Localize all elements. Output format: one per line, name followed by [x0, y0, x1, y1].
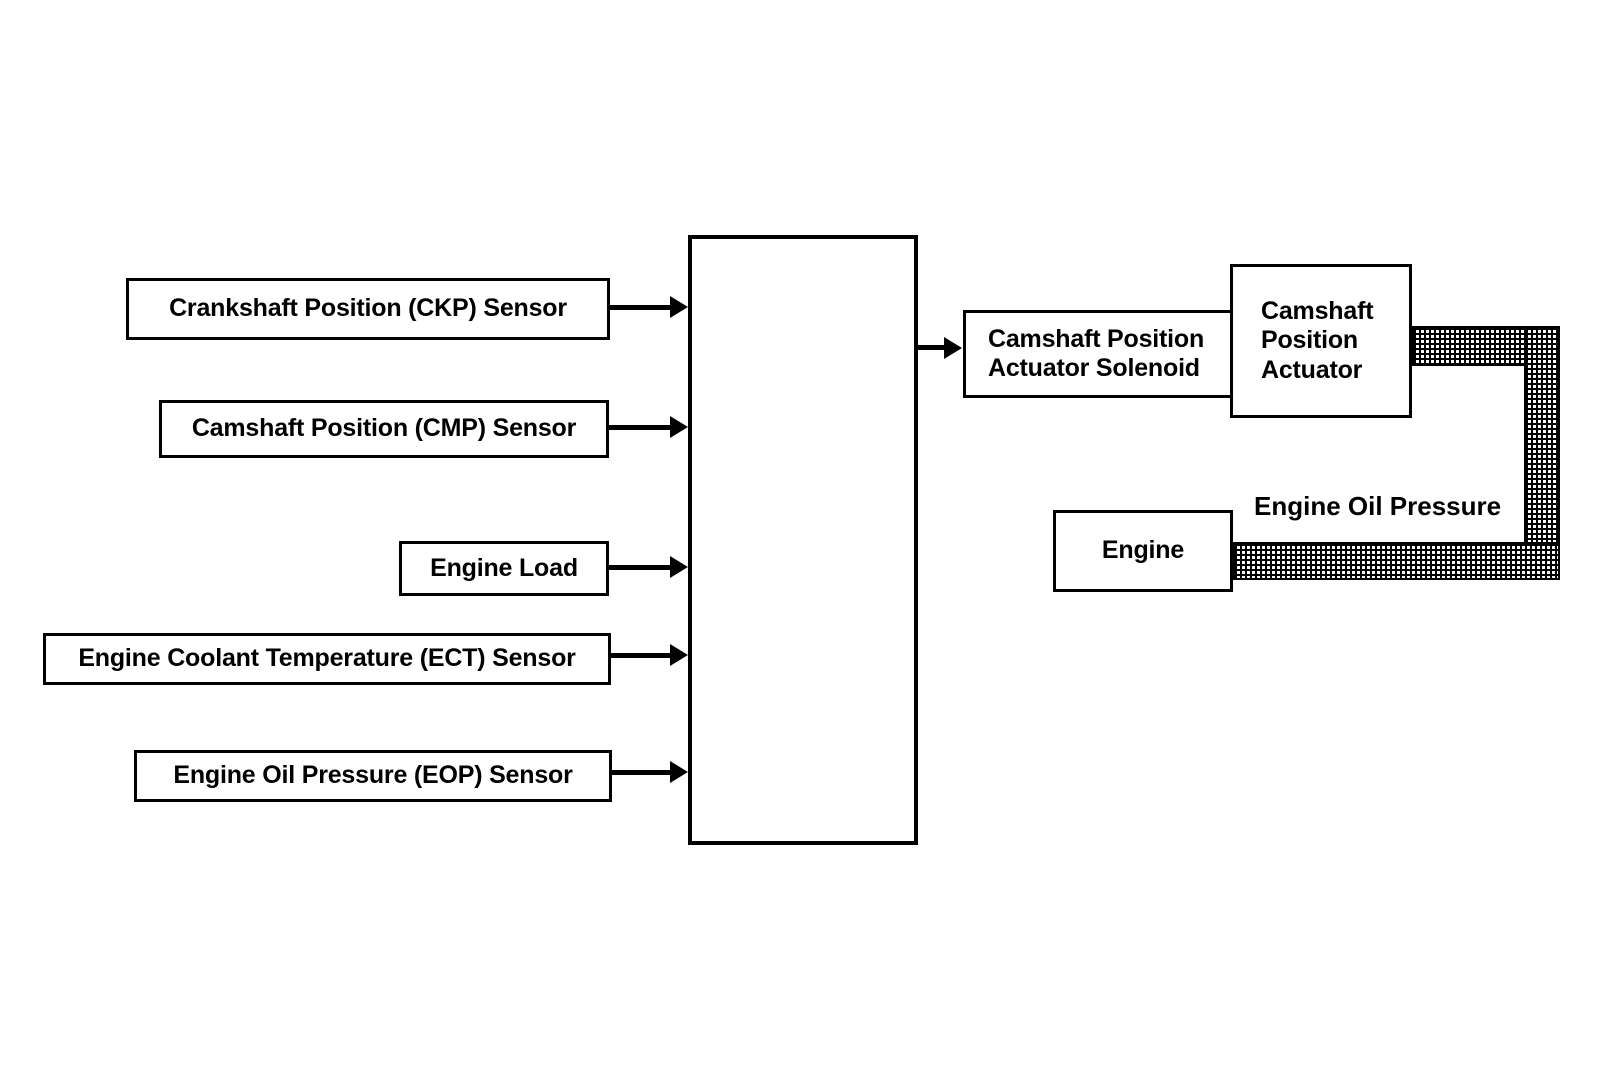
arrowhead-engine-load-to-ecm — [670, 556, 688, 578]
input-label-cmp-sensor: Camshaft Position (CMP) Sensor — [191, 414, 577, 443]
arrowhead-ect-to-ecm — [670, 644, 688, 666]
input-label-eop-sensor: Engine Oil Pressure (EOP) Sensor — [173, 761, 573, 790]
connector-ect-to-ecm — [611, 653, 672, 658]
output-label-engine: Engine — [1101, 536, 1185, 565]
connector-ckp-to-ecm — [610, 305, 672, 310]
input-box-ckp-sensor[interactable]: Crankshaft Position (CKP) Sensor — [126, 278, 610, 340]
input-label-engine-load: Engine Load — [430, 553, 578, 582]
output-box-engine[interactable]: Engine — [1053, 510, 1233, 592]
arrowhead-ecm-to-solenoid — [944, 337, 962, 359]
input-box-eop-sensor[interactable]: Engine Oil Pressure (EOP) Sensor — [134, 750, 612, 802]
input-label-ckp-sensor: Crankshaft Position (CKP) Sensor — [169, 294, 567, 323]
oil-pipe-right-segment — [1524, 326, 1560, 580]
ecm-box[interactable] — [688, 235, 918, 845]
arrowhead-ckp-to-ecm — [670, 296, 688, 318]
output-box-camshaft-position-actuator-solenoid[interactable]: Camshaft Position Actuator Solenoid — [963, 310, 1255, 398]
input-box-ect-sensor[interactable]: Engine Coolant Temperature (ECT) Sensor — [43, 633, 611, 685]
connector-cmp-to-ecm — [609, 425, 672, 430]
output-box-camshaft-position-actuator[interactable]: Camshaft Position Actuator — [1230, 264, 1412, 418]
arrowhead-eop-to-ecm — [670, 761, 688, 783]
input-box-engine-load[interactable]: Engine Load — [399, 541, 609, 596]
connector-ecm-to-solenoid — [918, 345, 950, 350]
oil-pressure-label: Engine Oil Pressure — [1254, 491, 1502, 521]
oil-pipe-bottom-segment — [1233, 542, 1560, 580]
output-label-camshaft-position-actuator: Camshaft Position Actuator — [1261, 296, 1374, 384]
connector-engine-load-to-ecm — [609, 565, 672, 570]
input-label-ect-sensor: Engine Coolant Temperature (ECT) Sensor — [78, 644, 576, 673]
input-box-cmp-sensor[interactable]: Camshaft Position (CMP) Sensor — [159, 400, 609, 458]
connector-eop-to-ecm — [612, 770, 672, 775]
output-label-camshaft-position-actuator-solenoid: Camshaft Position Actuator Solenoid — [988, 324, 1205, 383]
arrowhead-cmp-to-ecm — [670, 416, 688, 438]
